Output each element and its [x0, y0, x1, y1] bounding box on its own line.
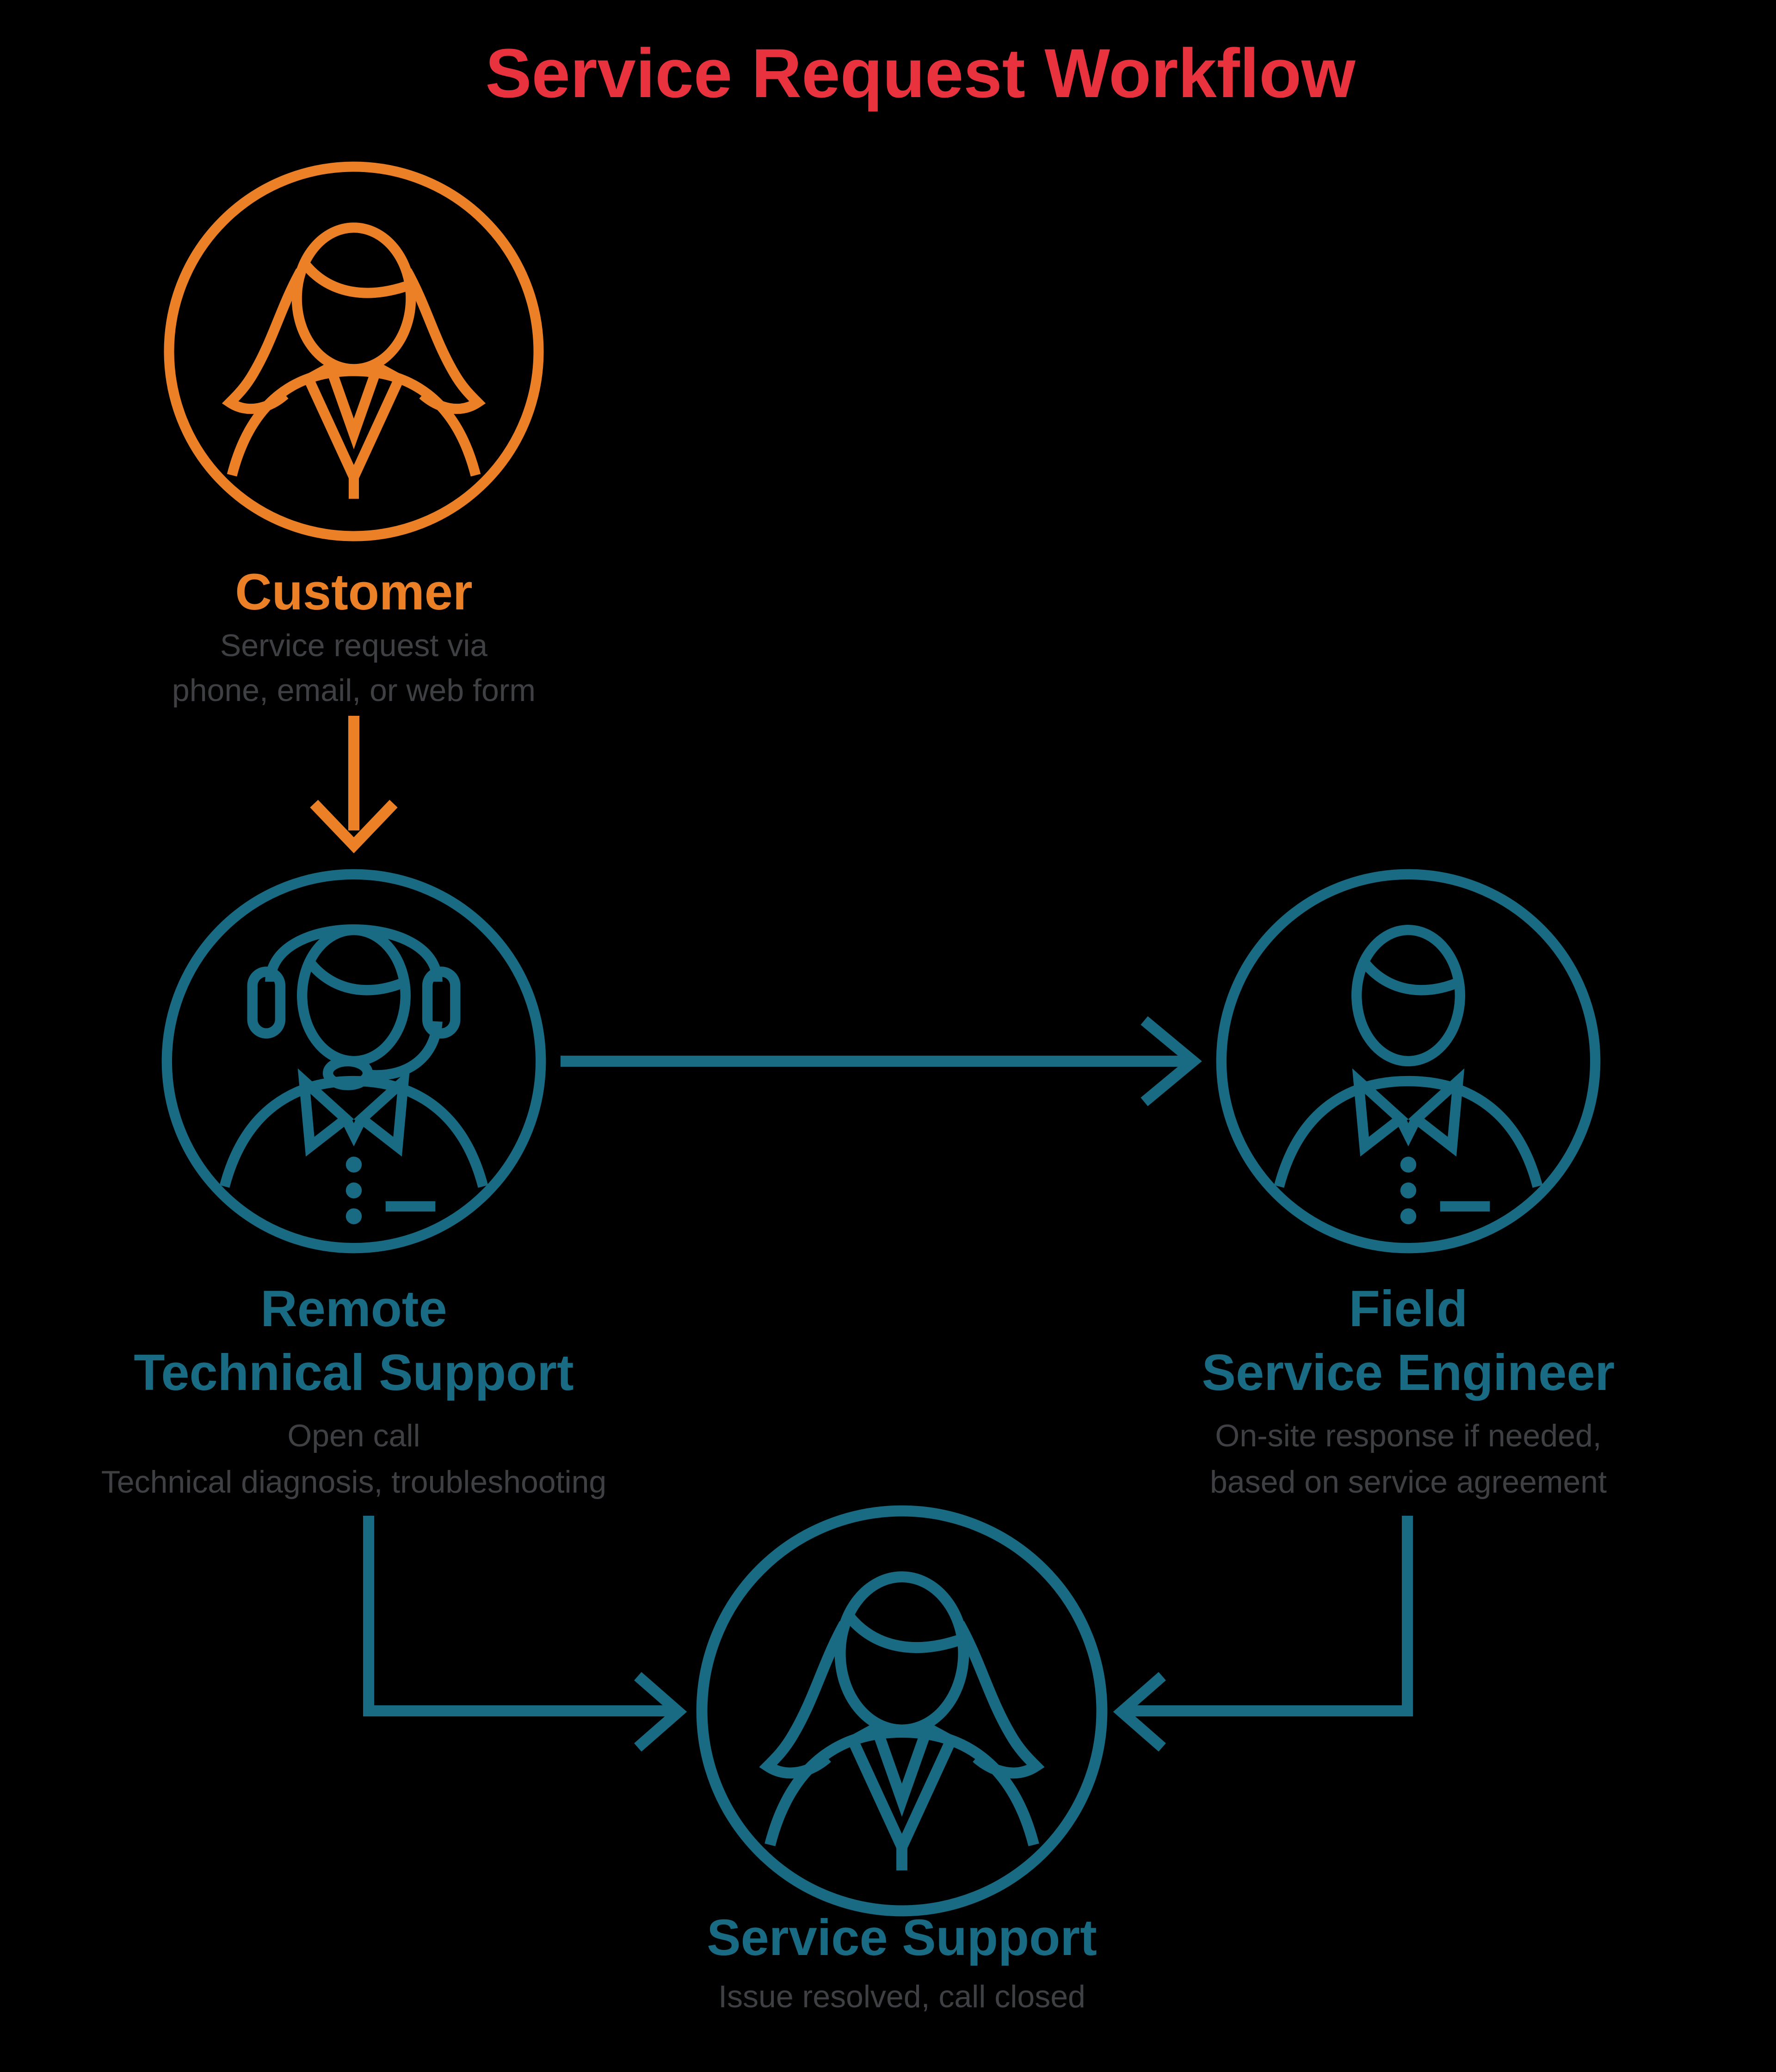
arrow-remote-to-service-support	[363, 1516, 687, 1752]
page-title: Service Request Workflow	[485, 34, 1356, 112]
subtitle-line: Service request via	[220, 628, 488, 663]
remote-support-node-label: Remote Technical Support	[30, 1277, 678, 1405]
node-label-line: Technical Support	[134, 1344, 574, 1401]
subtitle-line: phone, email, or web form	[172, 673, 536, 708]
female-user-icon	[689, 1498, 1115, 1924]
node-label-line: Customer	[235, 564, 473, 621]
node-label-line: Remote	[260, 1280, 447, 1337]
service-support-node-subtitle: Issue resolved, call closed	[532, 1974, 1272, 2020]
male-user-icon	[1209, 862, 1607, 1260]
field-engineer-node-label: Field Service Engineer	[1085, 1277, 1732, 1405]
node-label-line: Field	[1349, 1280, 1468, 1337]
remote-support-node-subtitle: Open call Technical diagnosis, troublesh…	[0, 1413, 724, 1505]
field-engineer-node-subtitle: On-site response if needed, based on ser…	[1038, 1413, 1776, 1505]
subtitle-line: On-site response if needed,	[1215, 1418, 1602, 1453]
arrow-field-engineer-to-service-support	[1113, 1516, 1413, 1752]
arrow-customer-to-remote-support	[310, 716, 398, 854]
female-user-icon	[157, 155, 550, 548]
customer-node-label: Customer	[76, 560, 631, 624]
customer-node-subtitle: Service request via phone, email, or web…	[7, 623, 701, 713]
headset-agent-icon	[155, 862, 553, 1260]
subtitle-line: Technical diagnosis, troubleshooting	[101, 1464, 607, 1500]
subtitle-line: Issue resolved, call closed	[718, 1979, 1085, 2014]
node-label-line: Service Engineer	[1202, 1344, 1615, 1401]
service-support-node-label: Service Support	[578, 1906, 1226, 1970]
arrow-remote-to-field-engineer	[561, 1016, 1202, 1107]
subtitle-line: based on service agreement	[1209, 1464, 1607, 1500]
subtitle-line: Open call	[287, 1418, 420, 1453]
node-label-line: Service Support	[707, 1909, 1097, 1966]
